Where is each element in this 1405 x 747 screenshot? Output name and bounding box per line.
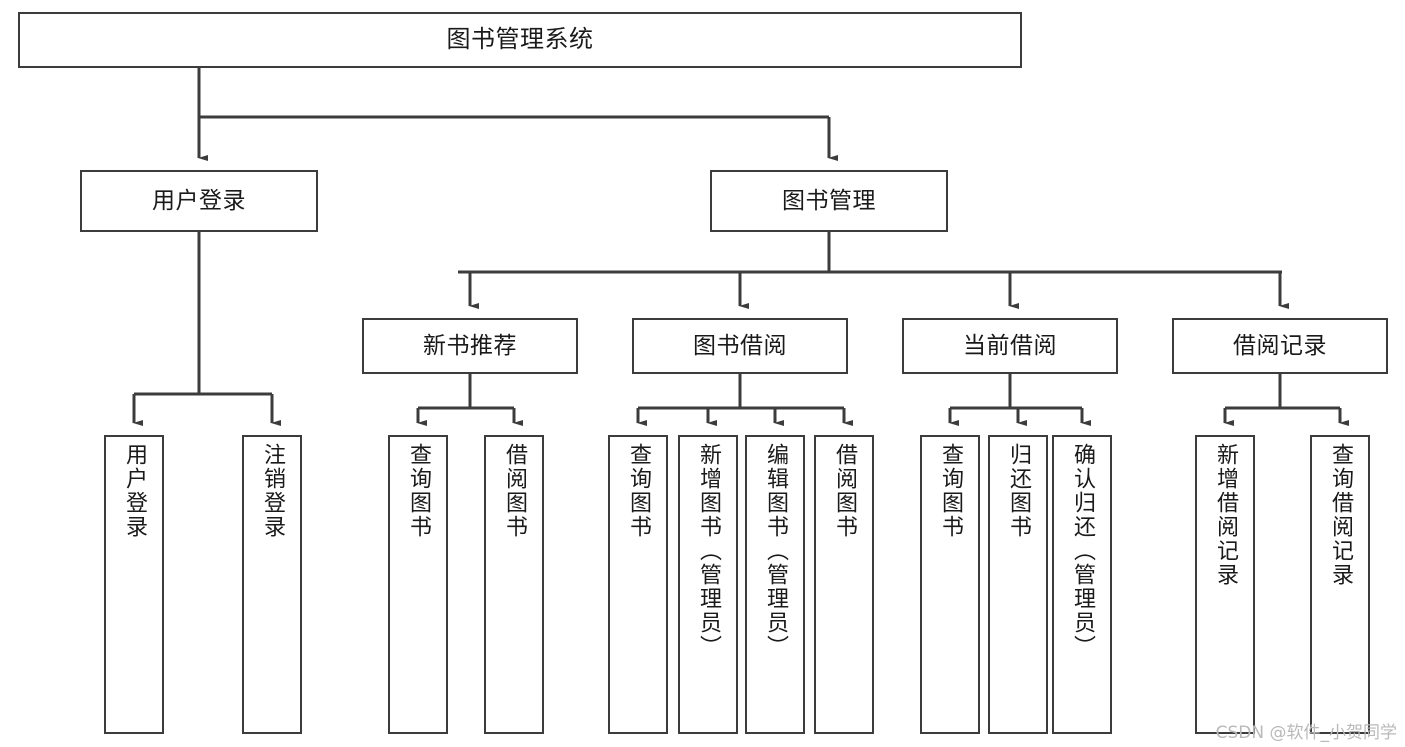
- node-borrow-record-label: 借阅记录: [1233, 332, 1327, 359]
- node-leaf-query-borrow-record-label: 查询借阅记录: [1328, 443, 1353, 587]
- node-leaf-query-book-borrow-label: 查询图书: [626, 443, 651, 539]
- node-current-borrow[interactable]: 当前借阅: [902, 318, 1118, 374]
- watermark: CSDN @软件_小贺同学: [1215, 723, 1397, 743]
- node-leaf-query-book-rec-label: 查询图书: [406, 443, 431, 539]
- node-new-book-recommend[interactable]: 新书推荐: [362, 318, 578, 374]
- node-leaf-query-borrow-record[interactable]: 查询借阅记录: [1310, 435, 1370, 734]
- node-leaf-confirm-return-admin[interactable]: 确认归还（管理员）: [1052, 435, 1112, 734]
- node-leaf-user-login[interactable]: 用户登录: [104, 435, 164, 734]
- node-leaf-borrow-book-borrow-label: 借阅图书: [832, 443, 857, 539]
- node-book-borrow[interactable]: 图书借阅: [632, 318, 848, 374]
- node-leaf-return-book[interactable]: 归还图书: [988, 435, 1048, 734]
- node-leaf-borrow-book-borrow[interactable]: 借阅图书: [814, 435, 874, 734]
- node-user-login[interactable]: 用户登录: [80, 170, 318, 232]
- node-current-borrow-label: 当前借阅: [963, 332, 1057, 359]
- node-leaf-user-login-label: 用户登录: [122, 443, 147, 539]
- node-user-login-label: 用户登录: [152, 187, 246, 214]
- node-leaf-query-book-rec[interactable]: 查询图书: [388, 435, 448, 734]
- node-leaf-user-logout[interactable]: 注销登录: [242, 435, 302, 734]
- node-root-label: 图书管理系统: [446, 25, 594, 54]
- node-leaf-user-logout-label: 注销登录: [260, 443, 285, 539]
- node-leaf-query-book-borrow[interactable]: 查询图书: [608, 435, 668, 734]
- node-book-borrow-label: 图书借阅: [693, 332, 787, 359]
- node-leaf-query-book-current-label: 查询图书: [938, 443, 963, 539]
- node-book-management[interactable]: 图书管理: [710, 170, 948, 232]
- node-root[interactable]: 图书管理系统: [18, 12, 1022, 68]
- node-leaf-add-borrow-record-label: 新增借阅记录: [1213, 443, 1238, 587]
- node-leaf-return-book-label: 归还图书: [1006, 443, 1031, 539]
- node-borrow-record[interactable]: 借阅记录: [1172, 318, 1388, 374]
- node-leaf-edit-book-admin[interactable]: 编辑图书（管理员）: [745, 435, 805, 734]
- node-leaf-borrow-book-rec[interactable]: 借阅图书: [484, 435, 544, 734]
- node-leaf-query-book-current[interactable]: 查询图书: [920, 435, 980, 734]
- node-new-book-recommend-label: 新书推荐: [423, 332, 517, 359]
- node-leaf-confirm-return-admin-label: 确认归还（管理员）: [1070, 443, 1095, 659]
- node-leaf-add-book-admin-label: 新增图书（管理员）: [696, 443, 721, 659]
- node-book-management-label: 图书管理: [782, 187, 876, 214]
- node-leaf-add-book-admin[interactable]: 新增图书（管理员）: [678, 435, 738, 734]
- node-leaf-borrow-book-rec-label: 借阅图书: [502, 443, 527, 539]
- node-leaf-add-borrow-record[interactable]: 新增借阅记录: [1195, 435, 1255, 734]
- node-leaf-edit-book-admin-label: 编辑图书（管理员）: [763, 443, 788, 659]
